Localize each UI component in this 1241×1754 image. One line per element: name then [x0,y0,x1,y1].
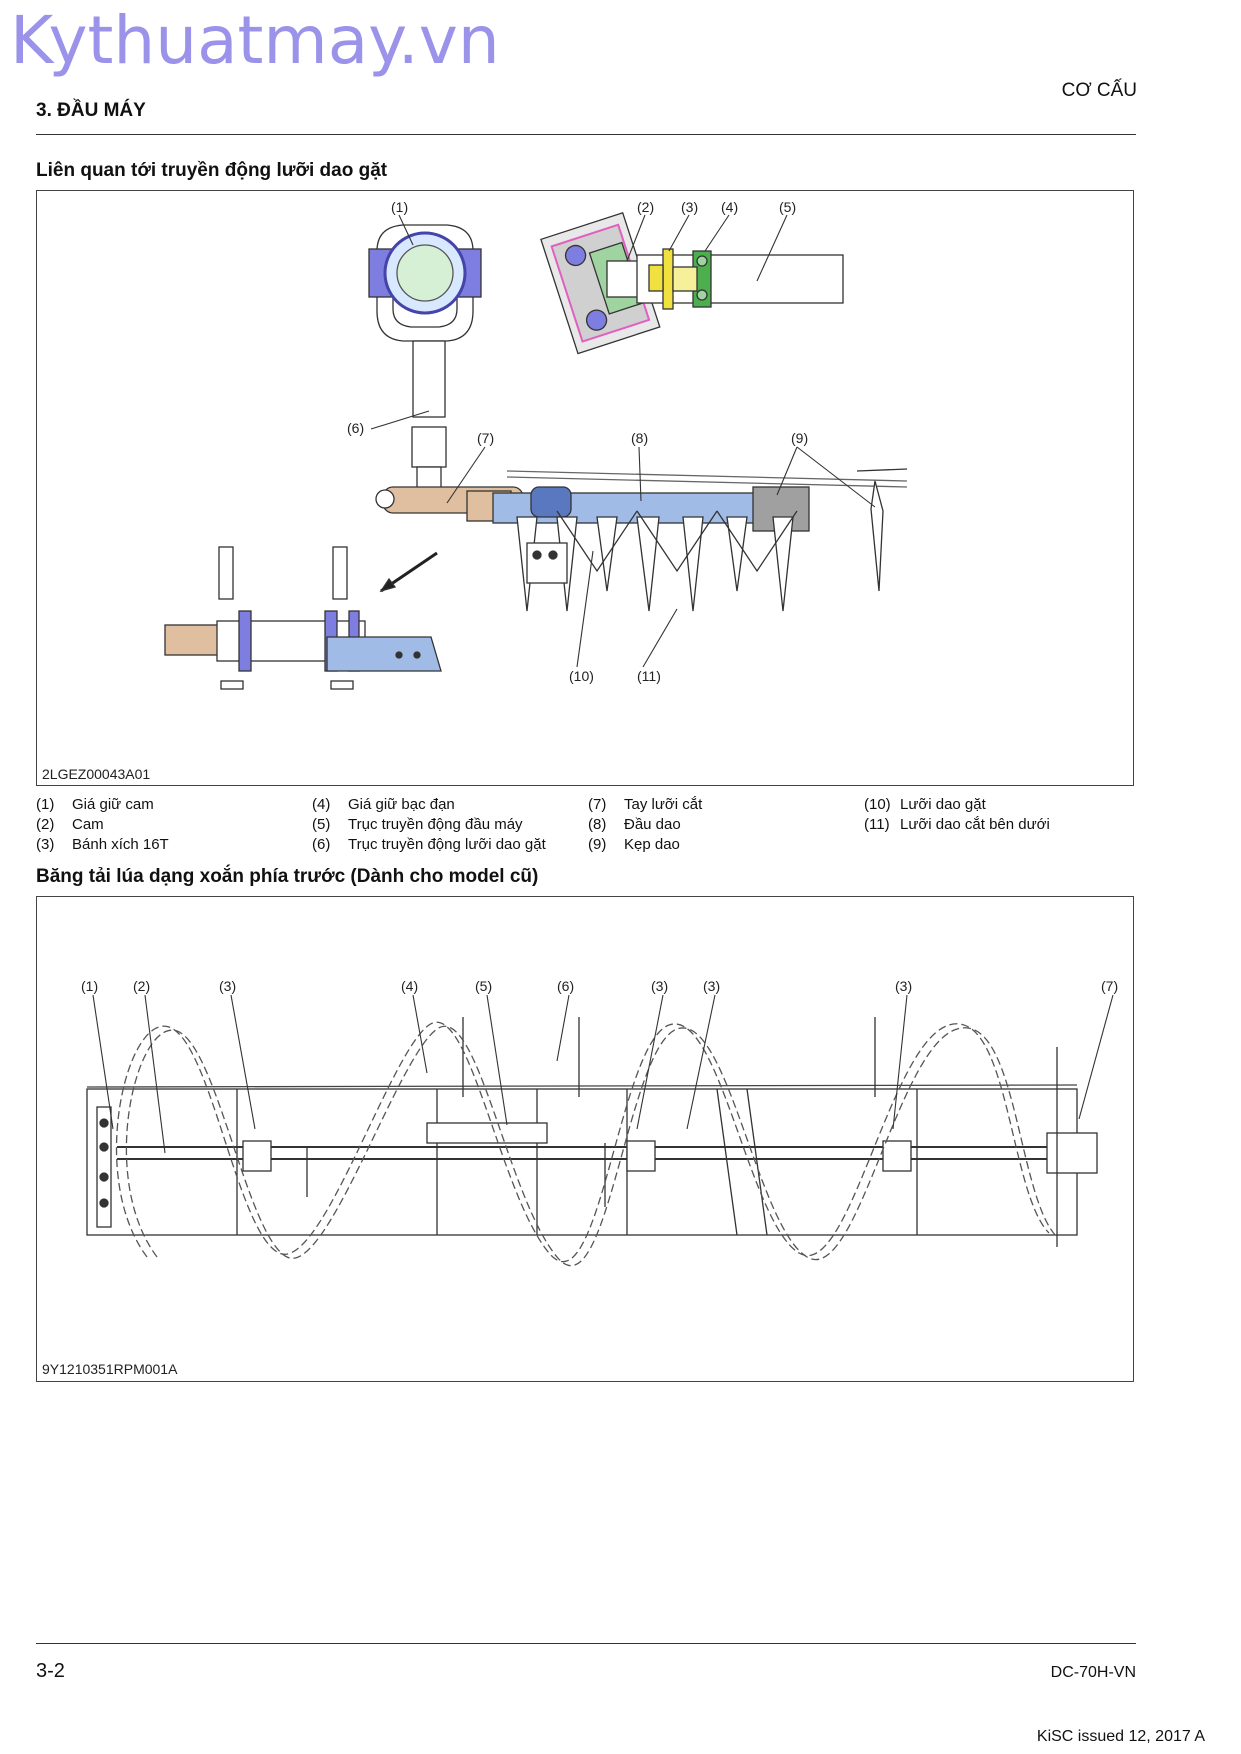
auger-callout-2: (2) [133,978,150,994]
legend-column-2: (4)Giá giữ bạc đạn (5)Trục truyền động đ… [312,795,546,855]
footer-rule [36,1643,1136,1644]
auger-callout-3c: (3) [703,978,720,994]
auger-callout-5: (5) [475,978,492,994]
legend-item: (3)Bánh xích 16T [36,836,169,853]
leader-lines [370,214,876,668]
section-title: 3. ĐẦU MÁY [36,100,146,121]
callout-4: (4) [721,199,738,215]
callout-8: (8) [631,430,648,446]
auger-callout-6: (6) [557,978,574,994]
figure-code-2: 9Y1210351RPM001A [42,1361,178,1377]
watermark: Kythuatmay.vn [10,2,500,79]
header-category: CƠ CẤU [1061,80,1137,101]
subsection-title-knife-drive: Liên quan tới truyền động lưỡi dao gặt [36,160,388,181]
subsection-title-auger: Băng tải lúa dạng xoắn phía trước (Dành … [36,866,539,887]
auger-callout-1: (1) [81,978,98,994]
legend-item: (1)Giá giữ cam [36,796,154,813]
auger-diagram: (1) (2) (3) (4) (5) (6) (3) (3) (3) (7) [81,978,1118,1267]
auger-callout-3a: (3) [219,978,236,994]
head-drive-shaft-drawing [540,211,844,355]
auger-flight-drawing [115,1021,1058,1267]
legend-item: (6)Trục truyền động lưỡi dao gặt [312,836,546,853]
legend-item: (8)Đầu dao [588,816,681,833]
callout-9: (9) [791,430,808,446]
callout-6: (6) [347,420,364,436]
auger-drum-drawing [86,1017,1098,1247]
issued-note: KiSC issued 12, 2017 A [1036,1728,1205,1745]
cutter-bar-drawing [375,468,908,612]
auger-callout-3d: (3) [895,978,912,994]
legend-column-1: (1)Giá giữ cam (2)Cam (3)Bánh xích 16T [36,795,169,855]
figure-code-1: 2LGEZ00043A01 [42,766,151,782]
legend-column-4: (10)Lưỡi dao gặt (11)Lưỡi dao cắt bên dư… [864,795,1050,835]
callout-labels: (1) (2) (3) (4) (5) (6) (7) (8) (9) (10)… [347,199,808,684]
legend-item: (2)Cam [36,816,104,833]
legend-item: (10)Lưỡi dao gặt [864,796,986,813]
knife-drive-diagram: (1) (2) (3) (4) (5) (6) (7) (8) (9) (10)… [164,199,908,690]
callout-3: (3) [681,199,698,215]
auger-callout-labels: (1) (2) (3) (4) (5) (6) (3) (3) (3) (7) [81,978,1118,994]
callout-7: (7) [477,430,494,446]
auger-callout-3b: (3) [651,978,668,994]
knife-head-detail-drawing [164,546,442,690]
legend-item: (7)Tay lưỡi cắt [588,796,703,813]
auger-callout-4: (4) [401,978,418,994]
header-rule [36,134,1136,135]
callout-1: (1) [391,199,408,215]
figure-auger: (1) (2) (3) (4) (5) (6) (3) (3) (3) (7) … [36,896,1134,1382]
legend-item: (5)Trục truyền động đầu máy [312,816,523,833]
legend-item: (11)Lưỡi dao cắt bên dưới [864,816,1050,833]
page-number: 3-2 [36,1660,65,1682]
callout-11: (11) [637,668,661,684]
callout-10: (10) [569,668,594,684]
legend-item: (9)Kẹp dao [588,836,680,853]
callout-5: (5) [779,199,796,215]
auger-callout-7: (7) [1101,978,1118,994]
legend-column-3: (7)Tay lưỡi cắt (8)Đầu dao (9)Kẹp dao [588,795,702,855]
figure-knife-drive: (1) (2) (3) (4) (5) (6) (7) (8) (9) (10)… [36,190,1134,786]
callout-2: (2) [637,199,654,215]
document-code: DC-70H-VN [1050,1664,1136,1681]
cam-holder-drawing [368,224,482,498]
legend-item: (4)Giá giữ bạc đạn [312,796,455,813]
auger-leader-lines [92,994,1114,1154]
